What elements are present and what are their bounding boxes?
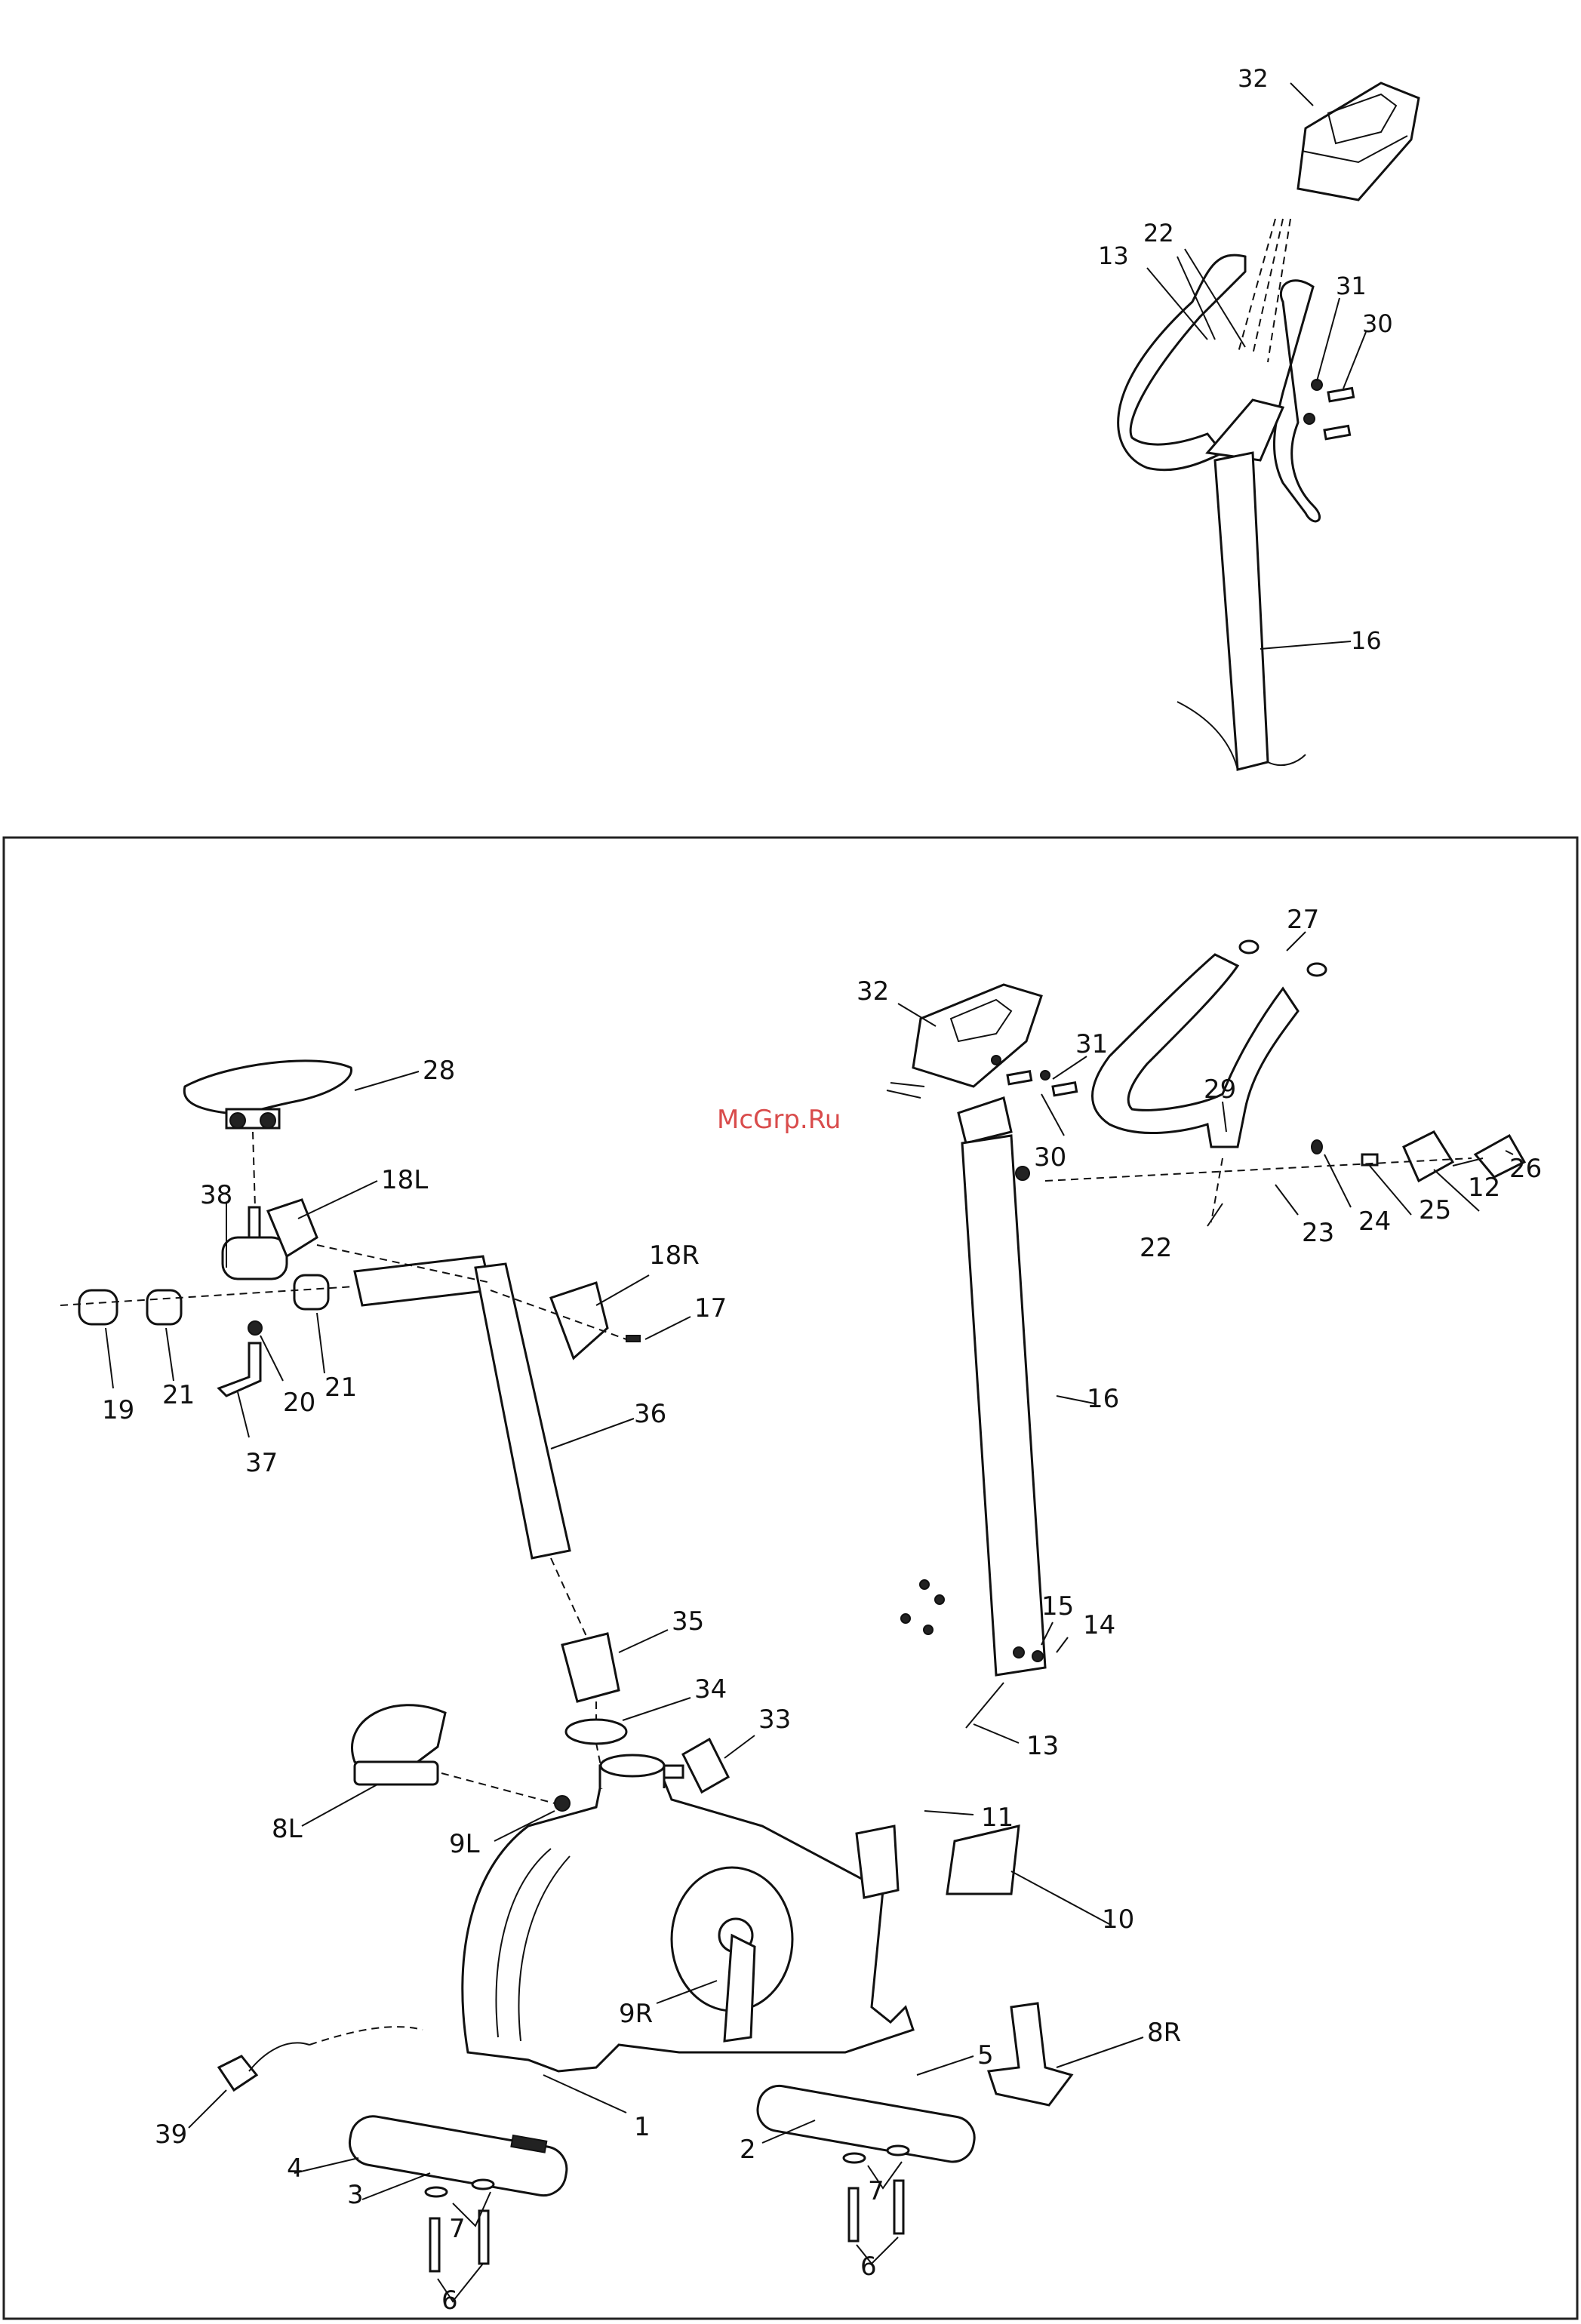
label-17: 17 (694, 1293, 727, 1323)
sketch-column (1215, 453, 1268, 770)
watermark: McGrp.Ru (717, 1105, 841, 1135)
sketch-label-31: 31 (1336, 272, 1367, 300)
front-stabilizer-3 (346, 2113, 571, 2199)
label-11: 11 (981, 1803, 1014, 1833)
top-sketch: 32 22 13 31 30 16 (1098, 64, 1419, 770)
main-column-16 (962, 1136, 1045, 1675)
label-32: 32 (857, 976, 889, 1007)
label-1: 1 (634, 2112, 651, 2142)
label-27: 27 (1287, 905, 1319, 935)
label-24: 24 (1358, 1207, 1391, 1237)
ring-34 (566, 1720, 626, 1744)
console-32 (913, 985, 1041, 1087)
label-6a: 6 (441, 2286, 458, 2316)
label-14: 14 (1083, 1610, 1115, 1640)
label-19: 19 (102, 1395, 134, 1425)
seat-assembly (60, 1061, 691, 1641)
seat-28 (184, 1061, 351, 1114)
label-7a: 7 (449, 2214, 466, 2244)
seat-tube (355, 1256, 491, 1305)
label-6b: 6 (860, 2252, 877, 2282)
rear-stabilizer-2 (755, 2083, 978, 2165)
label-33: 33 (758, 1705, 791, 1735)
label-18L: 18L (381, 1165, 428, 1195)
sketch-label-32: 32 (1238, 64, 1269, 93)
label-28: 28 (423, 1056, 455, 1086)
power-adapter-39 (219, 2056, 257, 2090)
label-8L: 8L (272, 1814, 303, 1844)
seat-slider-38 (223, 1237, 287, 1279)
label-21b: 21 (325, 1373, 357, 1403)
label-38: 38 (200, 1180, 232, 1210)
label-36: 36 (634, 1399, 666, 1429)
label-29: 29 (1204, 1074, 1236, 1105)
label-4: 4 (287, 2153, 303, 2184)
bushing-21a (147, 1290, 181, 1324)
sleeve-35 (562, 1634, 619, 1702)
handlebar-23 (1093, 954, 1299, 1147)
label-26: 26 (1509, 1154, 1542, 1184)
lever-37 (219, 1343, 260, 1396)
label-21a: 21 (162, 1380, 195, 1410)
label-3: 3 (347, 2180, 364, 2210)
cover-18R (551, 1283, 607, 1358)
label-35: 35 (672, 1606, 704, 1637)
label-23: 23 (1302, 1218, 1334, 1248)
cover-10 (947, 1826, 1019, 1894)
label-20: 20 (283, 1388, 315, 1418)
label-10: 10 (1102, 1904, 1134, 1935)
bike-frame (189, 1705, 1143, 2301)
label-7b: 7 (868, 2176, 884, 2206)
label-2: 2 (740, 2135, 756, 2165)
label-31: 31 (1075, 1029, 1108, 1059)
label-22: 22 (1140, 1233, 1172, 1263)
label-5: 5 (977, 2040, 994, 2070)
knob-33 (683, 1739, 728, 1792)
end-cap-19 (79, 1290, 117, 1324)
label-34: 34 (694, 1674, 727, 1705)
label-39: 39 (155, 2120, 187, 2150)
sketch-console (1298, 83, 1419, 200)
knob-12 (1404, 1132, 1453, 1181)
label-8R: 8R (1147, 2018, 1181, 2048)
label-12: 12 (1468, 1173, 1500, 1203)
label-15: 15 (1041, 1591, 1074, 1622)
console-handlebar-assembly (887, 932, 1524, 1743)
label-9L: 9L (449, 1829, 480, 1859)
label-16: 16 (1087, 1384, 1119, 1414)
label-30: 30 (1034, 1142, 1066, 1173)
sketch-label-16: 16 (1351, 626, 1382, 655)
label-37: 37 (245, 1448, 278, 1478)
sketch-label-22: 22 (1143, 219, 1174, 247)
label-13: 13 (1026, 1731, 1059, 1761)
label-25: 25 (1419, 1195, 1451, 1225)
sketch-label-13: 13 (1098, 241, 1129, 270)
label-18R: 18R (649, 1240, 700, 1271)
bushing-21b (294, 1275, 328, 1309)
sketch-label-30: 30 (1362, 309, 1393, 338)
label-9R: 9R (619, 1999, 653, 2029)
pedal-8R (989, 2003, 1072, 2105)
